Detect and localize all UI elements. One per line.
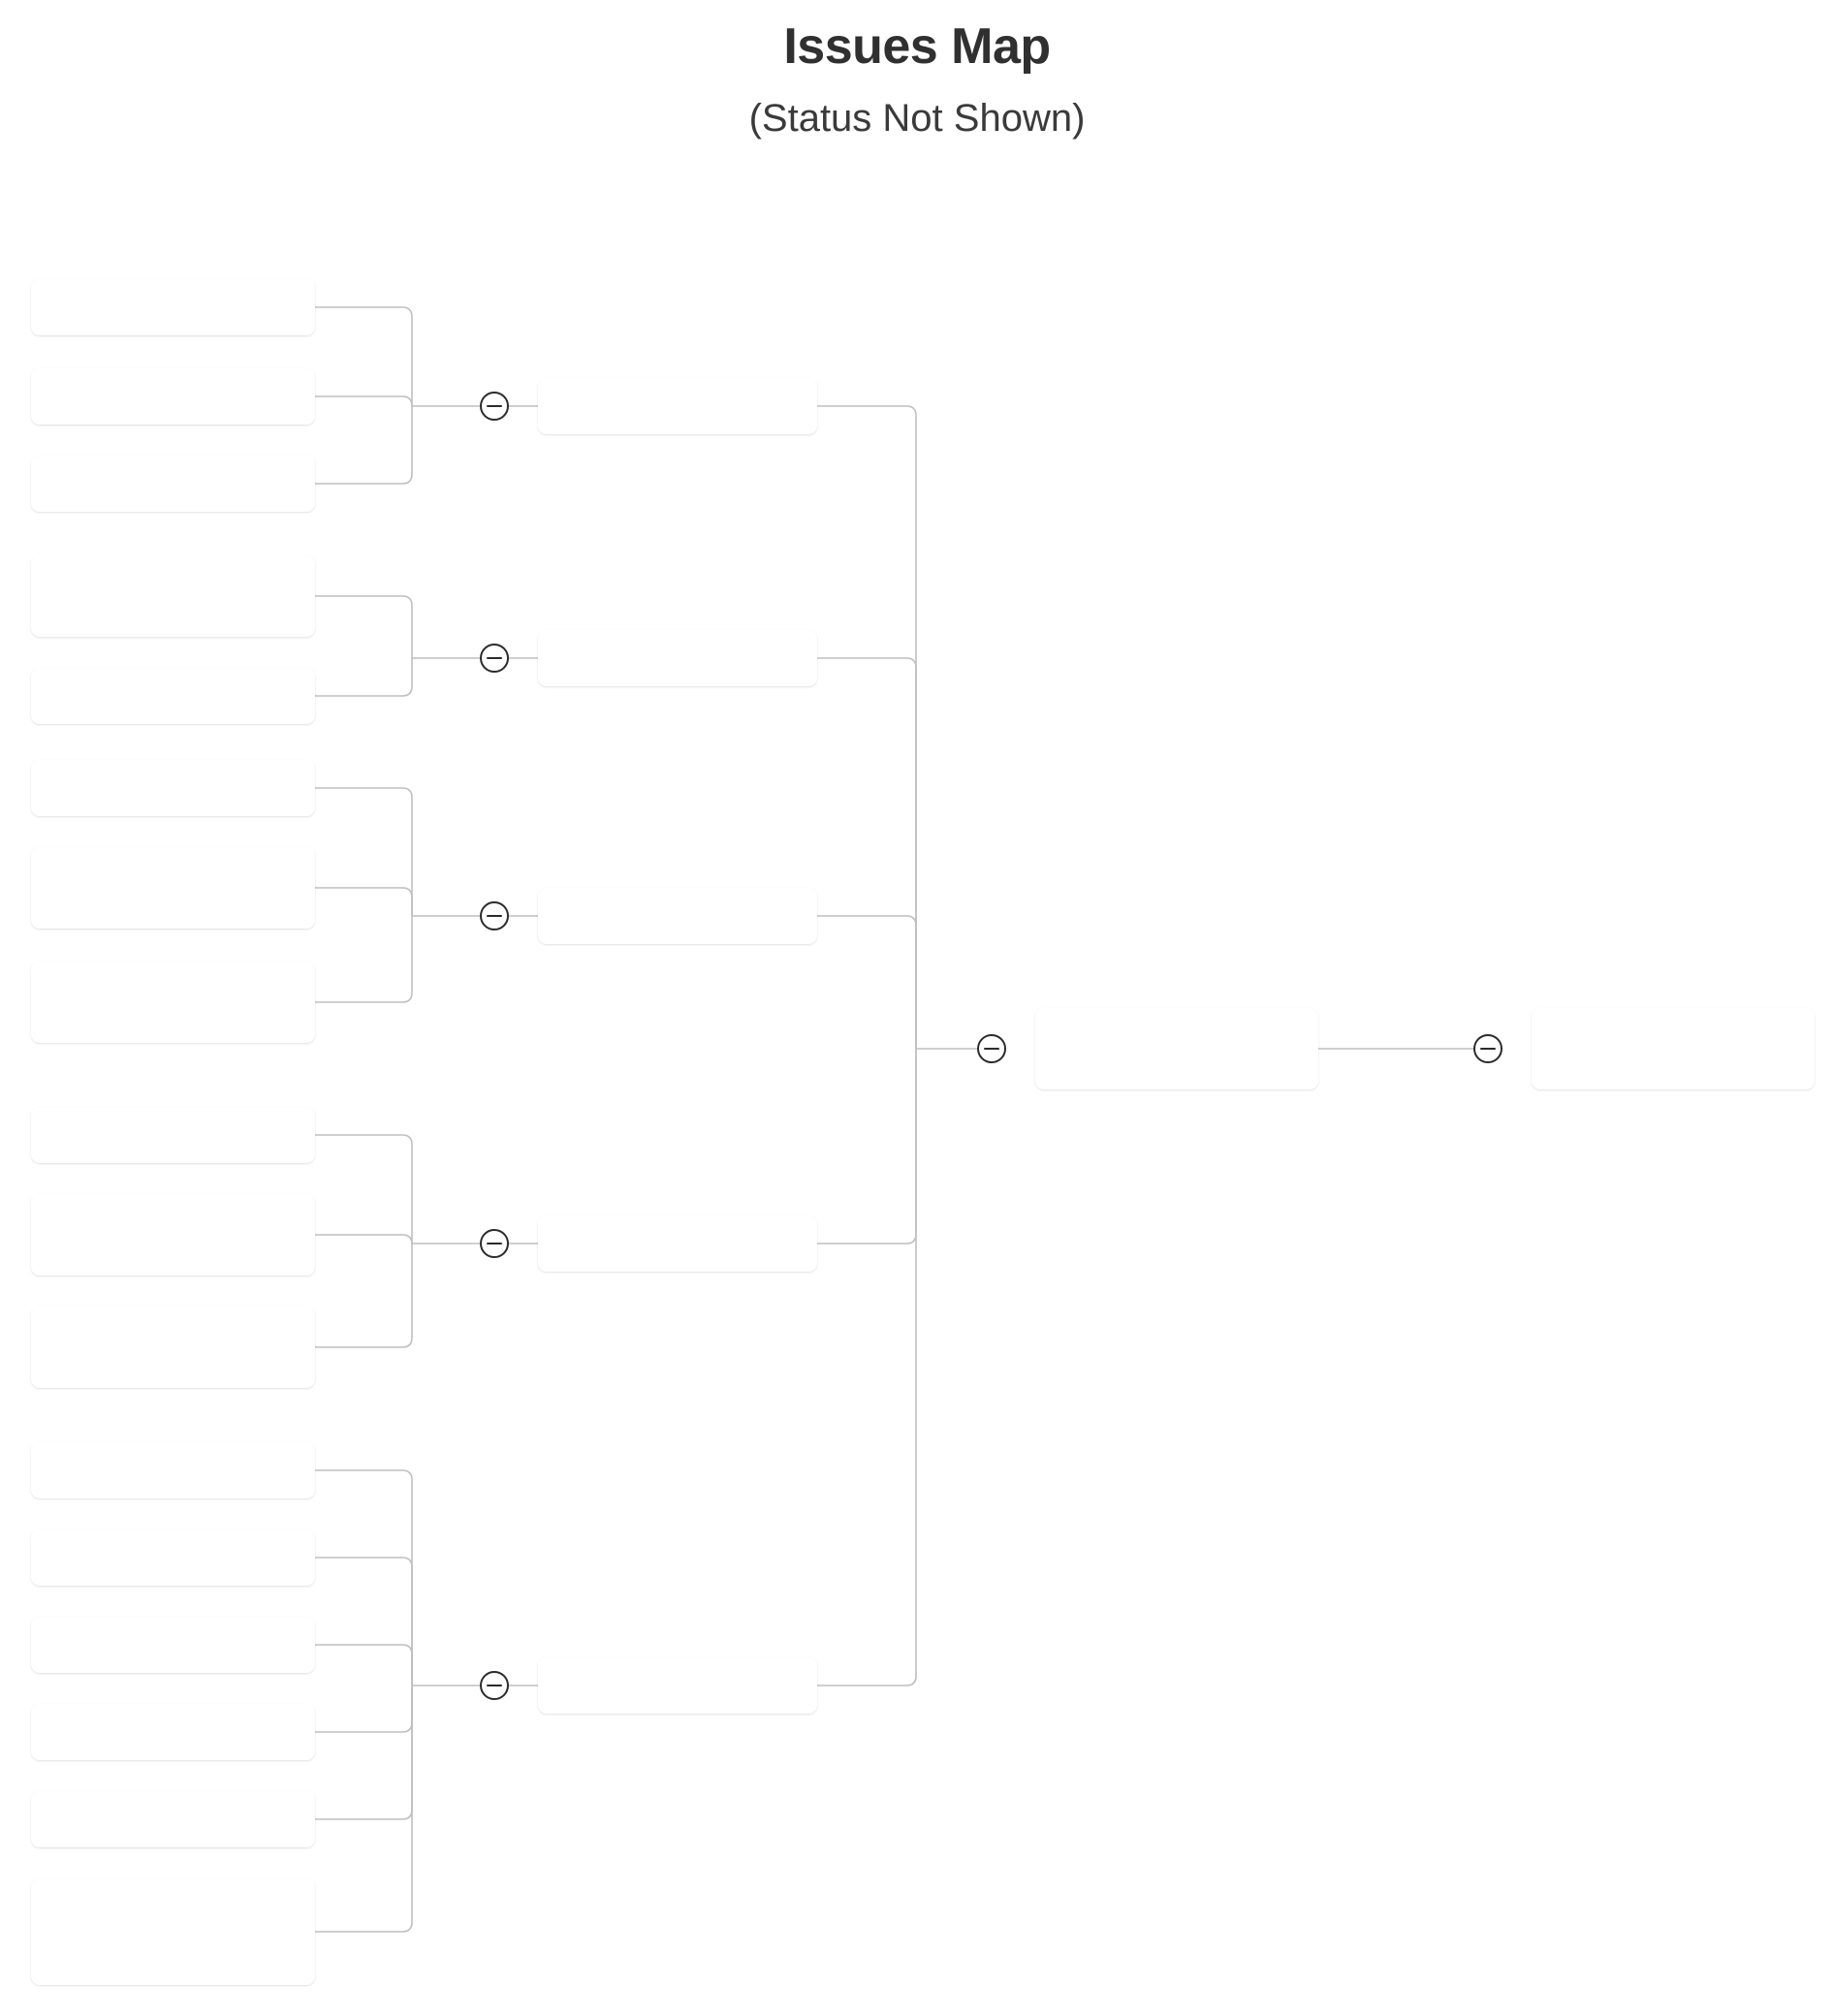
collapse-toggle-hr[interactable]: [480, 1229, 509, 1258]
connector: [315, 1134, 413, 1244]
category-node-pricing[interactable]: Pricing: [538, 378, 817, 434]
root-node[interactable]: Operational efficiency & capacity: [1532, 1008, 1815, 1089]
leaf-node[interactable]: Account Receivable: [31, 1617, 315, 1673]
leaf-node[interactable]: Older PC's and software: [31, 847, 315, 929]
collapse-toggle-it[interactable]: [480, 901, 509, 930]
connector: [315, 916, 413, 1003]
page-title: Issues Map: [783, 18, 1051, 75]
leaf-node[interactable]: Accounts Payable: [31, 1529, 315, 1586]
leaf-node[interactable]: 3x 6 Color Presses: [31, 279, 315, 335]
leaf-node[interactable]: Staff: [31, 368, 315, 425]
connector: [315, 1685, 413, 1820]
leaf-node[interactable]: No procedures for hiring, firing, etc.: [31, 1307, 315, 1388]
leaf-node[interactable]: Backlog: [31, 456, 315, 512]
category-node-pre-press[interactable]: Pre Press: [538, 630, 817, 686]
connector: [817, 915, 917, 1049]
connector: [817, 1049, 917, 1686]
connector: [315, 787, 413, 916]
leaf-node[interactable]: State of the art equipment: [31, 555, 315, 637]
connector: [315, 406, 413, 485]
leaf-node[interactable]: Great banking relationship with B of A: [31, 1878, 315, 1985]
leaf-node[interactable]: Used for billing and admin: [31, 961, 315, 1043]
category-node-it[interactable]: IT: [538, 888, 817, 944]
connector: [817, 1049, 917, 1244]
connector: [817, 405, 917, 1049]
connector: [315, 595, 413, 658]
leaf-node[interactable]: Controller handles it: [31, 1107, 315, 1163]
leaf-node[interactable]: Employee handbook etc. updated in 2002: [31, 1194, 315, 1276]
connector: [817, 657, 917, 1049]
leaf-node[interactable]: 3 expert operators: [31, 668, 315, 724]
page-subtitle: (Status Not Shown): [748, 97, 1086, 140]
connector: [315, 887, 413, 916]
connector: [315, 1234, 413, 1245]
connector: [315, 1244, 413, 1348]
connector: [315, 1685, 413, 1733]
leaf-node[interactable]: CEO + Controller: [31, 1442, 315, 1498]
category-node-financial[interactable]: Financial: [538, 1657, 817, 1714]
leaf-node[interactable]: Outsourced: [31, 760, 315, 816]
connector: [315, 1469, 413, 1685]
connector: [315, 306, 413, 406]
collapse-toggle-pre-press[interactable]: [480, 644, 509, 673]
collapse-toggle-pricing[interactable]: [480, 392, 509, 421]
status-node[interactable]: Status: [1035, 1008, 1318, 1089]
leaf-node[interactable]: Outside Accountant: [31, 1704, 315, 1760]
category-node-hr[interactable]: HR: [538, 1215, 817, 1272]
collapse-toggle-root[interactable]: [1473, 1034, 1502, 1063]
collapse-toggle-financial[interactable]: [480, 1671, 509, 1700]
connector: [315, 1644, 413, 1685]
connector: [315, 658, 413, 697]
leaf-node[interactable]: Outsourced Payroll: [31, 1791, 315, 1847]
connector: [315, 1557, 413, 1685]
connector: [315, 1685, 413, 1933]
connector: [315, 395, 413, 407]
collapse-toggle-status[interactable]: [977, 1034, 1006, 1063]
